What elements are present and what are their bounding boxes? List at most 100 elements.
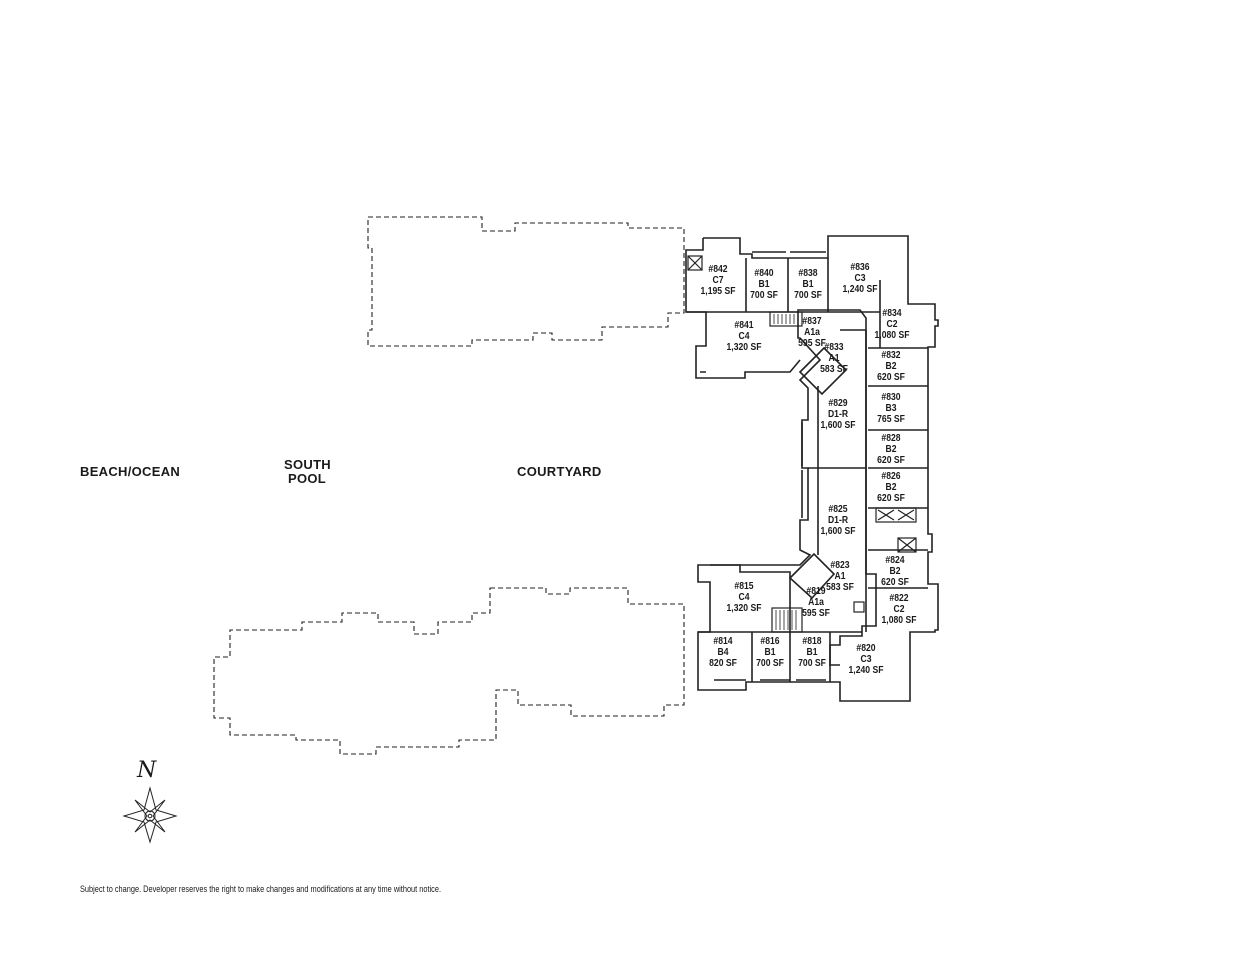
unit-type: C3 xyxy=(860,653,872,665)
unit-type: A1 xyxy=(834,570,846,582)
unit-area: 1,320 SF xyxy=(726,341,762,353)
unit-number: #834 xyxy=(882,307,902,319)
compass-north-label: N xyxy=(137,758,157,783)
unit-number: #838 xyxy=(798,267,818,279)
unit-type: A1a xyxy=(808,596,824,608)
unit-area: 1,600 SF xyxy=(820,525,856,537)
unit-number: #833 xyxy=(824,341,844,353)
unit-type: C7 xyxy=(712,274,724,286)
trash-chute-icon xyxy=(853,601,865,613)
corridor-walls xyxy=(817,329,867,632)
unit-area: 700 SF xyxy=(756,657,784,669)
beach-ocean-label: BEACH/OCEAN xyxy=(80,464,181,479)
unit-type: B2 xyxy=(885,360,897,372)
unit-number: #818 xyxy=(802,635,822,647)
a1-diagonal-south xyxy=(788,552,836,600)
elevator-east-2-icon xyxy=(897,537,917,553)
elevator-east-icon xyxy=(875,507,917,523)
unit-type: B1 xyxy=(806,646,818,658)
unit-area: 1,600 SF xyxy=(820,419,856,431)
unit-number: #825 xyxy=(828,503,848,515)
unit-type: D1-R xyxy=(827,514,849,526)
unit-number: #826 xyxy=(881,470,901,482)
courtyard-label: COURTYARD xyxy=(517,464,602,479)
unit-number: #816 xyxy=(760,635,780,647)
unit-type: B1 xyxy=(802,278,814,290)
unit-type: B1 xyxy=(764,646,776,658)
unit-area: 620 SF xyxy=(881,576,909,588)
disclaimer-text: Subject to change. Developer reserves th… xyxy=(80,884,442,894)
unit-area: 1,080 SF xyxy=(874,329,910,341)
unit-area: 700 SF xyxy=(798,657,826,669)
unit-area: 1,080 SF xyxy=(881,614,917,626)
unit-number: #823 xyxy=(830,559,850,571)
unit-number: #824 xyxy=(885,554,905,566)
unit-number: #832 xyxy=(881,349,901,361)
south-dashed-building xyxy=(213,587,685,755)
unit-number: #829 xyxy=(828,397,848,409)
unit-number: #822 xyxy=(889,592,909,604)
unit-area: 1,195 SF xyxy=(700,285,736,297)
unit-area: 583 SF xyxy=(826,581,854,593)
unit-area: 595 SF xyxy=(798,337,826,349)
unit-number: #836 xyxy=(850,261,870,273)
unit-number: #814 xyxy=(713,635,733,647)
unit-area: 1,240 SF xyxy=(848,664,884,676)
unit-type: A1a xyxy=(804,326,820,338)
unit-type: C2 xyxy=(893,603,905,615)
unit-area: 1,320 SF xyxy=(726,602,762,614)
main-building-outline xyxy=(697,235,939,702)
unit-type: C4 xyxy=(738,330,750,342)
unit-area: 620 SF xyxy=(877,454,905,466)
unit-number: #840 xyxy=(754,267,774,279)
unit-area: 620 SF xyxy=(877,371,905,383)
compass-rose xyxy=(122,786,178,844)
unit-number: #815 xyxy=(734,580,754,592)
stair-south-icon xyxy=(771,607,803,633)
elevator-north-icon xyxy=(687,255,703,271)
unit-type: A1 xyxy=(828,352,840,364)
unit-type: B4 xyxy=(717,646,729,658)
unit-type: B2 xyxy=(885,443,897,455)
unit-number: #841 xyxy=(734,319,754,331)
unit-type: D1-R xyxy=(827,408,849,420)
south-west-unit xyxy=(710,564,791,632)
unit-type: C4 xyxy=(738,591,750,603)
unit-area: 700 SF xyxy=(794,289,822,301)
unit-number: #830 xyxy=(881,391,901,403)
unit-area: 700 SF xyxy=(750,289,778,301)
south-pool-line-1: SOUTH xyxy=(284,457,331,472)
south-pool-label: SOUTH POOL xyxy=(284,457,331,486)
west-wing-north-edge xyxy=(685,238,801,379)
a1-diagonal-north xyxy=(798,346,848,396)
unit-area: 620 SF xyxy=(877,492,905,504)
unit-type: C3 xyxy=(854,272,866,284)
unit-type: B3 xyxy=(885,402,897,414)
unit-area: 583 SF xyxy=(820,363,848,375)
unit-type: B2 xyxy=(889,565,901,577)
unit-number: #842 xyxy=(708,263,728,275)
unit-area: 820 SF xyxy=(709,657,737,669)
balcony-north xyxy=(700,251,826,373)
